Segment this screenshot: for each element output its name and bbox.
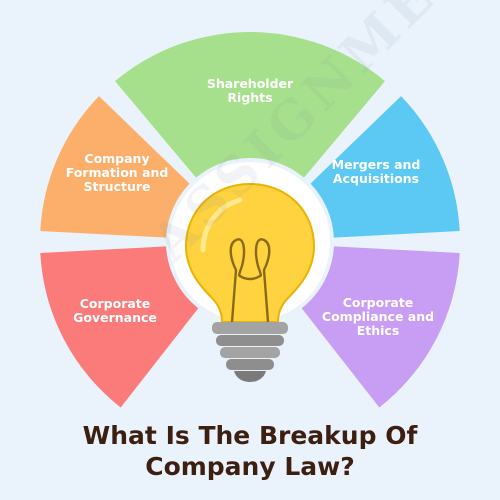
segment-mergers-acquisitions	[310, 96, 460, 238]
segment-label-mergers-acquisitions: Mergers and Acquisitions	[331, 157, 421, 186]
segment-company-formation	[40, 96, 190, 238]
title-line-2: Company Law?	[145, 452, 355, 481]
segment-shareholder-rights	[115, 31, 385, 178]
segment-label-corporate-governance: Corporate Governance	[73, 296, 157, 325]
page-title: What Is The Breakup Of Company Law?	[0, 420, 500, 482]
segment-label-shareholder-rights: Shareholder Rights	[206, 76, 294, 105]
segment-label-company-formation: Company Formation and Structure	[65, 151, 169, 194]
segment-corporate-governance	[40, 246, 199, 408]
segment-label-compliance-ethics: Corporate Compliance and Ethics	[321, 295, 435, 338]
title-line-1: What Is The Breakup Of	[82, 421, 418, 450]
segment-compliance-ethics	[301, 246, 460, 408]
light-bulb-icon	[184, 182, 316, 382]
